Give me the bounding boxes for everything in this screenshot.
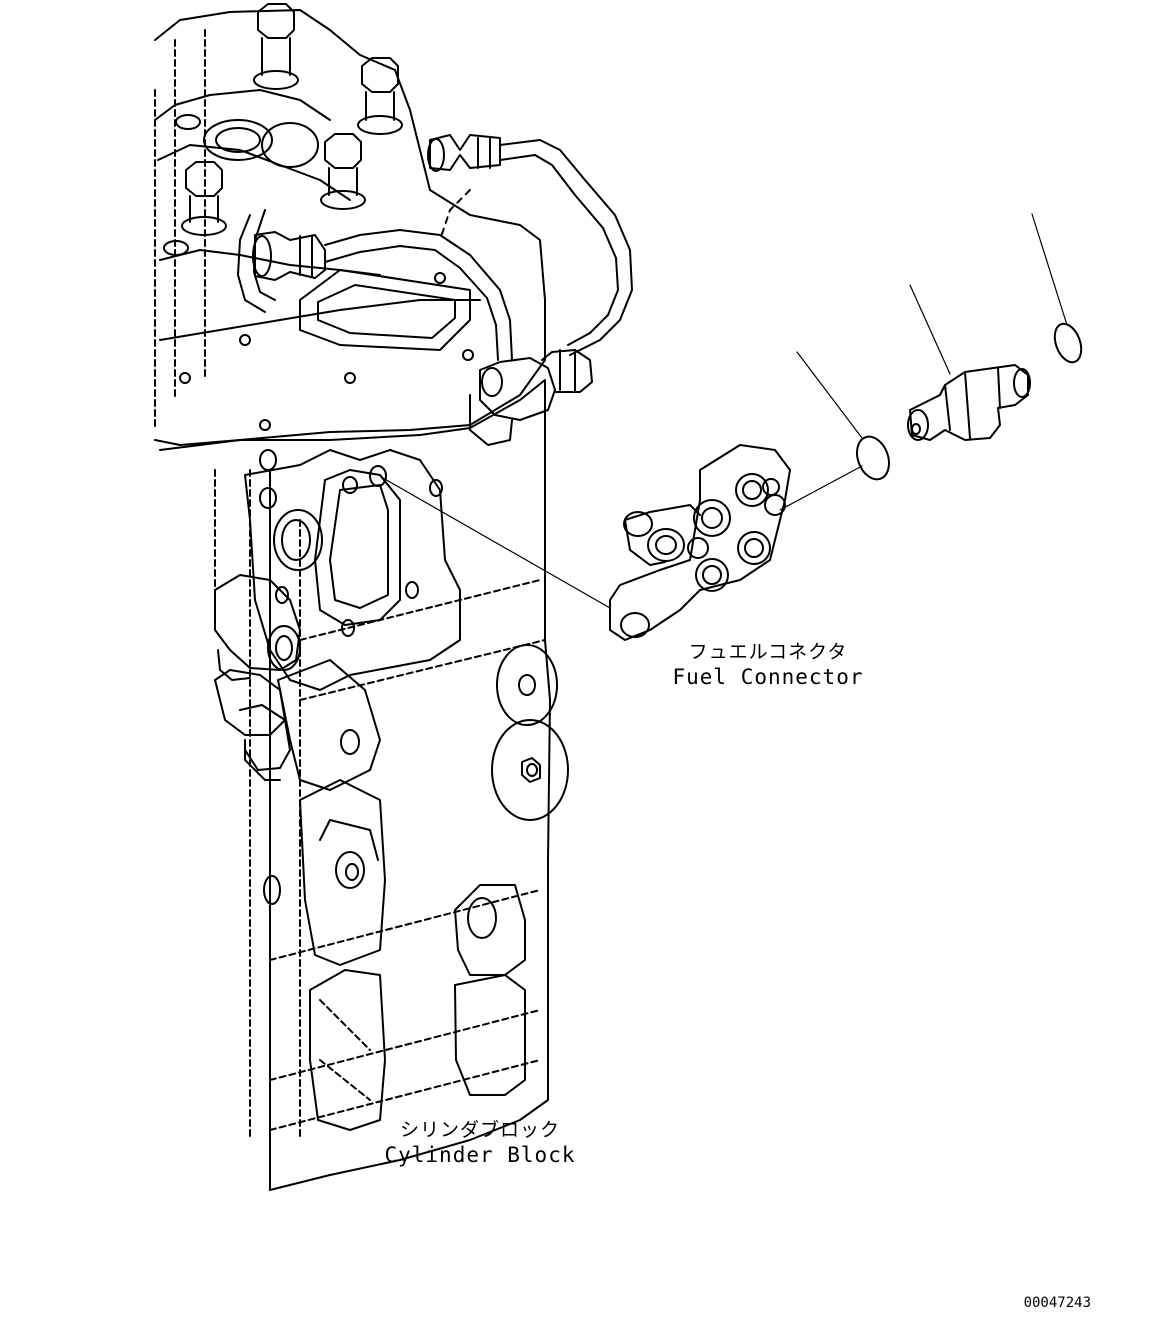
- fuel-connector-label-jp: フュエルコネクタ: [688, 641, 848, 663]
- fuel-connector-label-en: Fuel Connector: [672, 665, 864, 689]
- cylinder-block-label-en: Cylinder Block: [384, 1143, 576, 1167]
- drawing-number: 00047243: [1023, 1295, 1091, 1311]
- cylinder-block-label: シリンダブロック Cylinder Block: [380, 1118, 580, 1168]
- cylinder-block: [159, 379, 569, 1191]
- fuel-pipes: [237, 134, 633, 446]
- plug-fitting: [907, 364, 1031, 441]
- o-ring-2: [1053, 322, 1083, 364]
- bolt-group: [163, 3, 403, 256]
- cylinder-block-label-jp: シリンダブロック: [399, 1119, 560, 1141]
- o-ring-1: [856, 435, 890, 481]
- cylinder-head: [154, 3, 546, 446]
- leader-lines: [382, 213, 1068, 609]
- fuel-connector-label: フュエルコネクタ Fuel Connector: [668, 640, 868, 690]
- fuel-connector-part: [609, 444, 791, 641]
